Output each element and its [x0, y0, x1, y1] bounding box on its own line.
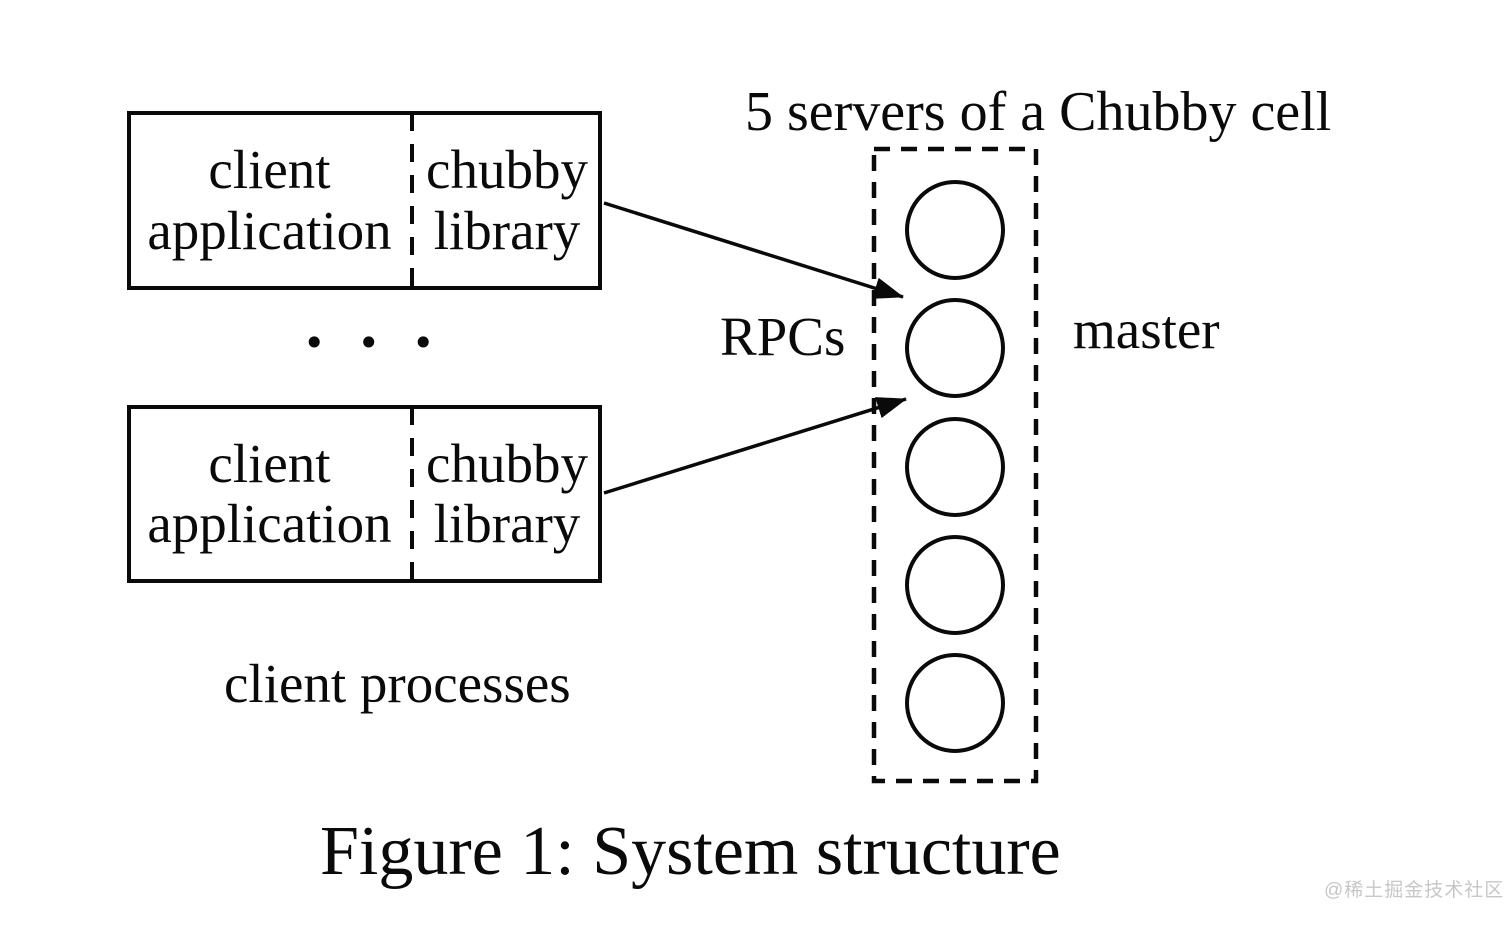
client-box-2-application-text: client application: [147, 432, 392, 554]
client-box-2-library-text: chubby library: [426, 432, 588, 554]
server-node-5: [905, 653, 1005, 753]
client-box-1-library-label: chubby library: [416, 115, 598, 286]
client-box-1-outline: [127, 111, 602, 290]
watermark-text: @稀土掘金技术社区: [1324, 880, 1505, 901]
client-box-1-application-text: client application: [147, 139, 392, 261]
client-box-2-application-label: client application: [131, 409, 408, 579]
client-box-1-application-label: client application: [131, 115, 408, 286]
rpcs-label: RPCs: [720, 306, 846, 367]
client-box-2-library-label: chubby library: [416, 409, 598, 579]
master-label: master: [1073, 299, 1220, 360]
client-box-2-outline: [127, 405, 602, 583]
cell-title: 5 servers of a Chubby cell: [745, 81, 1332, 143]
rpc-arrow-from-client-2: [603, 397, 907, 495]
more-clients-ellipsis: • • •: [303, 321, 435, 365]
server-node-4: [905, 535, 1005, 635]
server-node-2: [905, 298, 1005, 398]
figure-caption: Figure 1: System structure: [320, 813, 1061, 890]
client-box-1-library-text: chubby library: [426, 139, 588, 261]
server-nodes-group: [905, 180, 1005, 753]
rpc-arrow-from-client-1: [603, 201, 904, 299]
chubby-cell-outline: [871, 146, 1039, 784]
server-node-1: [905, 180, 1005, 280]
client-processes-label: client processes: [224, 653, 571, 714]
server-node-3: [905, 417, 1005, 517]
